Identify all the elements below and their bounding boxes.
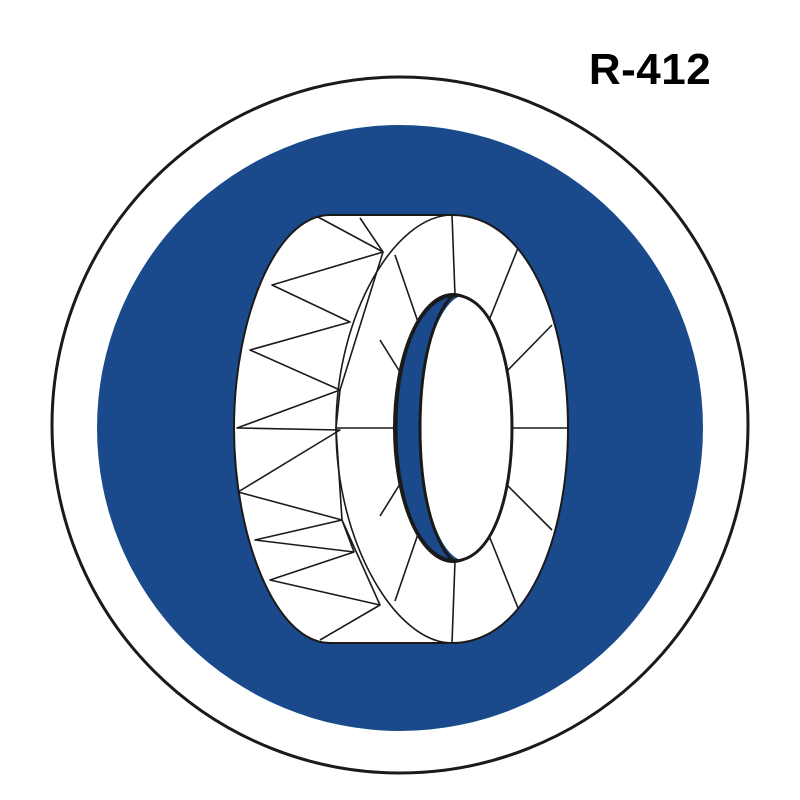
tire-with-snow-chain-icon bbox=[233, 214, 569, 644]
sign-code-label: R-412 bbox=[588, 45, 712, 94]
tire-hub-inner-cut bbox=[394, 293, 455, 563]
chain-tread-left bbox=[236, 216, 384, 641]
chain-sidewall-links bbox=[336, 214, 568, 644]
chain-tread-right bbox=[335, 217, 384, 606]
tire-hub-rim bbox=[420, 295, 512, 561]
